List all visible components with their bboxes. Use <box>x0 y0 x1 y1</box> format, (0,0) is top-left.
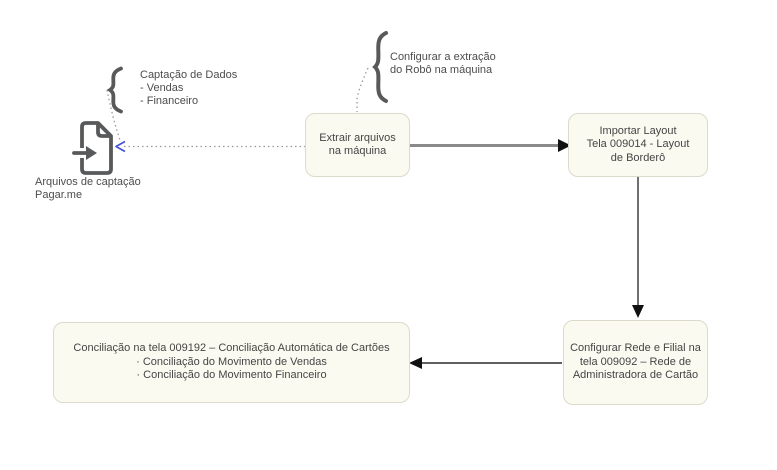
node-extrair-line2: na máquina <box>328 145 387 157</box>
annotation-captacao-line1: Captação de Dados <box>140 69 238 81</box>
node-configurar-line3: Administradora de Cartão <box>572 369 699 382</box>
file-icon-label: Arquivos de captação Pagar.me <box>35 176 141 202</box>
node-conciliacao-line2: · Conciliação do Movimento de Vendas <box>136 355 327 368</box>
node-extrair-line1: Extrair arquivos <box>319 131 396 144</box>
dotted-connector-robot <box>356 67 369 112</box>
node-importar-layout: Importar Layout Tela 009014 - Layout de … <box>568 113 708 177</box>
node-importar-line2: Tela 009014 - Layout <box>586 138 690 151</box>
node-extrair-arquivos: Extrair arquivos na máquina <box>305 113 410 177</box>
annotation-captacao-line2: - Vendas <box>140 82 184 95</box>
file-icon-label-line2: Pagar.me <box>35 189 83 202</box>
curly-brace-left-icon <box>106 66 123 114</box>
annotation-captacao-line3: - Financeiro <box>140 95 199 108</box>
curly-brace-robot-icon <box>372 31 388 103</box>
node-configurar-line2: tela 009092 – Rede de <box>579 355 692 368</box>
file-icon-label-line1: Arquivos de captação <box>35 176 141 188</box>
node-conciliacao-line1: Conciliação na tela 009192 – Conciliação… <box>73 342 390 355</box>
annotation-robo-line2: do Robô na máquina <box>390 64 493 77</box>
annotation-robo-line1: Configurar a extração <box>390 51 496 63</box>
node-configurar-rede: Configurar Rede e Filial na tela 009092 … <box>563 320 708 405</box>
node-configurar-line1: Configurar Rede e Filial na <box>570 342 701 355</box>
arrowhead-configure-to-reconcile <box>409 357 422 369</box>
annotation-captacao: Captação de Dados - Vendas - Financeiro <box>140 69 237 109</box>
node-conciliacao: Conciliação na tela 009192 – Conciliação… <box>53 322 410 403</box>
node-importar-line3: de Borderô <box>610 151 666 164</box>
node-importar-line1: Importar Layout <box>599 124 677 137</box>
node-conciliacao-line3: · Conciliação do Movimento Financeiro <box>136 369 327 382</box>
arrowhead-import-to-configure <box>632 305 644 318</box>
annotation-robo: Configurar a extração do Robô na máquina <box>390 51 496 77</box>
file-import-icon <box>72 121 113 175</box>
